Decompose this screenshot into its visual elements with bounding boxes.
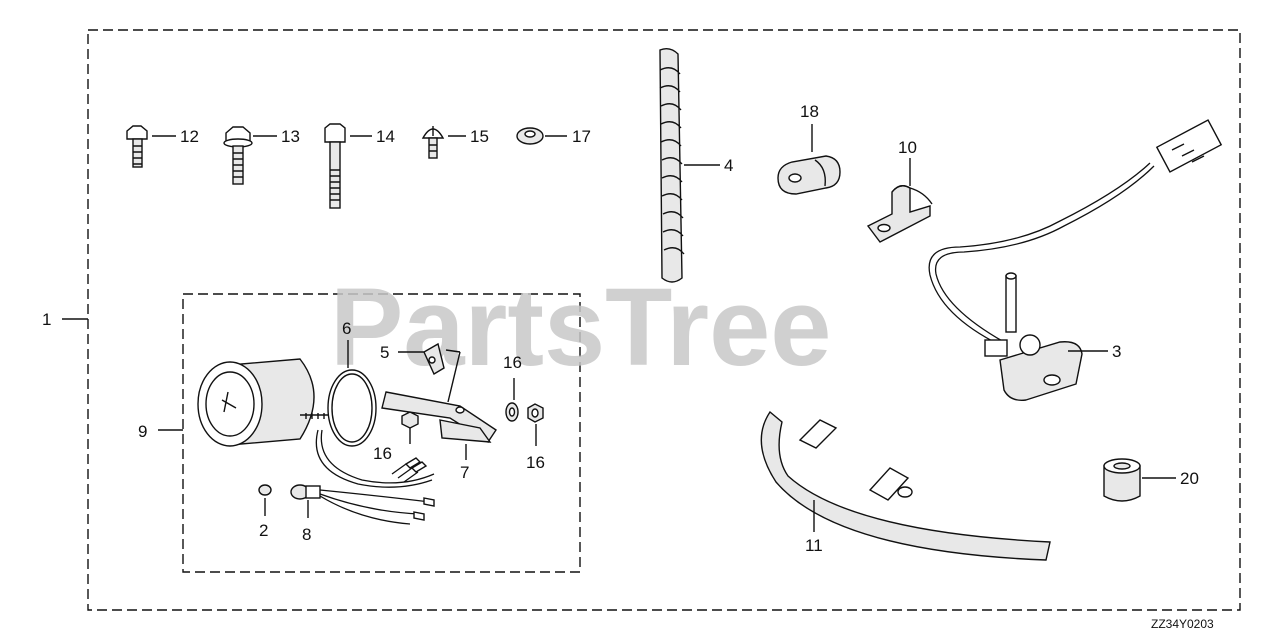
callout-2[interactable]: 2	[259, 521, 268, 540]
clip-5[interactable]	[423, 342, 445, 376]
callout-18[interactable]: 16	[503, 353, 522, 372]
callout-11[interactable]: 11	[805, 536, 823, 555]
callout-10[interactable]: 10	[898, 138, 917, 157]
clamp-10[interactable]	[866, 185, 933, 243]
gauge-wires	[315, 429, 435, 488]
callout-13[interactable]: 13	[281, 127, 300, 146]
socket-8[interactable]	[290, 484, 435, 525]
callout-4[interactable]: 4	[724, 156, 733, 175]
bolt-12[interactable]	[126, 125, 148, 168]
sensor-3[interactable]	[928, 119, 1223, 401]
bracket-7[interactable]	[381, 349, 497, 443]
callout-6[interactable]: 6	[342, 319, 351, 338]
screw-15[interactable]	[421, 126, 445, 159]
callout-1[interactable]: 1	[42, 310, 51, 329]
ring-6[interactable]	[327, 369, 377, 447]
inner-frame	[182, 293, 581, 573]
washer-17[interactable]	[516, 127, 544, 145]
guard-11[interactable]	[760, 410, 1051, 561]
spiral-wrap-4[interactable]	[659, 47, 685, 283]
clamp-19[interactable]	[777, 155, 841, 195]
nut-16b[interactable]	[527, 403, 544, 423]
watermark: PartsTree	[330, 266, 831, 389]
collar-20[interactable]	[1103, 458, 1141, 502]
gauge-9[interactable]	[197, 358, 360, 447]
bulb-2[interactable]	[258, 484, 272, 496]
callout-20[interactable]: 20	[1180, 469, 1199, 488]
nut-16a[interactable]	[401, 411, 419, 429]
callout-7[interactable]: 7	[460, 463, 469, 482]
washer-18[interactable]	[505, 402, 519, 422]
callout-12[interactable]: 12	[180, 127, 199, 146]
callout-16b[interactable]: 16	[526, 453, 545, 472]
callout-3[interactable]: 3	[1112, 342, 1121, 361]
diagram-code: ZZ34Y0203	[1151, 617, 1214, 631]
outer-frame	[87, 29, 1241, 611]
callout-14[interactable]: 14	[376, 127, 395, 146]
bolt-13[interactable]	[223, 126, 253, 185]
callout-8[interactable]: 8	[302, 525, 311, 544]
callout-19[interactable]: 18	[800, 102, 819, 121]
callout-15[interactable]: 15	[470, 127, 489, 146]
bolt-14[interactable]	[324, 123, 346, 209]
callout-5[interactable]: 5	[380, 343, 389, 362]
callout-16a[interactable]: 16	[373, 444, 392, 463]
callout-17[interactable]: 17	[572, 127, 591, 146]
callout-9[interactable]: 9	[138, 422, 147, 441]
